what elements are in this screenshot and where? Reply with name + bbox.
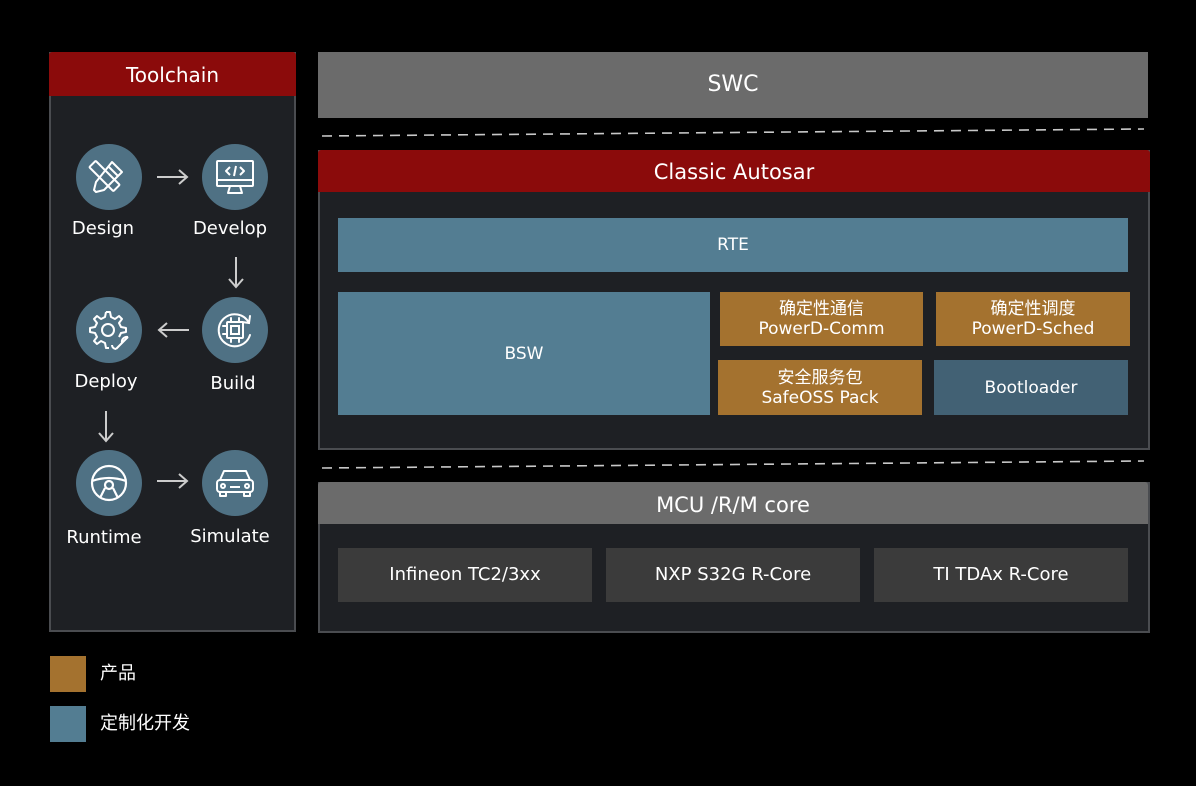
arrow-right-icon (156, 167, 190, 187)
legend-product-label: 产品 (100, 663, 136, 684)
swc-layer[interactable]: SWC (318, 52, 1148, 118)
arrow-left-icon (156, 320, 190, 340)
layer-divider (321, 128, 1145, 137)
deploy-label: Deploy (74, 371, 138, 392)
develop-node[interactable] (202, 144, 268, 210)
mcu-title: MCU /R/M core (318, 482, 1148, 524)
core-block[interactable]: NXP S32G R-Core (606, 548, 860, 602)
bootloader-block[interactable]: Bootloader (934, 360, 1128, 415)
build-node[interactable] (202, 297, 268, 363)
develop-label: Develop (192, 218, 268, 239)
legend-custom-swatch (50, 706, 86, 742)
design-label: Design (71, 218, 135, 239)
bsw-block[interactable]: BSW (338, 292, 710, 415)
simulate-label: Simulate (190, 526, 270, 547)
safeoss-block[interactable]: 安全服务包 SafeOSS Pack (718, 360, 922, 415)
powerd-sched-en-label: PowerD-Sched (971, 319, 1095, 339)
toolchain-title: Toolchain (49, 52, 296, 96)
classic-autosar-title: Classic Autosar (318, 150, 1150, 192)
build-label: Build (210, 373, 256, 394)
monitor-code-icon (216, 160, 254, 194)
arrow-right-icon (156, 471, 190, 491)
legend-product-swatch (50, 656, 86, 692)
car-icon (216, 470, 254, 497)
steering-wheel-icon (90, 464, 128, 502)
arrow-down-icon (96, 410, 116, 444)
powerd-sched-block[interactable]: 确定性调度 PowerD-Sched (936, 292, 1130, 346)
runtime-node[interactable] (76, 450, 142, 516)
powerd-comm-cn-label: 确定性通信 (779, 299, 864, 319)
runtime-label: Runtime (66, 527, 142, 548)
safeoss-cn-label: 安全服务包 (777, 367, 863, 388)
chip-refresh-icon (217, 313, 251, 348)
powerd-comm-block[interactable]: 确定性通信 PowerD-Comm (720, 292, 923, 346)
arrow-down-icon (226, 256, 246, 290)
simulate-node[interactable] (202, 450, 268, 516)
design-node[interactable] (76, 144, 142, 210)
deploy-node[interactable] (76, 297, 142, 363)
rte-block[interactable]: RTE (338, 218, 1128, 272)
gear-wrench-icon (89, 311, 129, 350)
core-block[interactable]: TI TDAx R-Core (874, 548, 1128, 602)
layer-divider (321, 460, 1145, 469)
legend-custom-label: 定制化开发 (100, 713, 190, 734)
core-block[interactable]: Infineon TC2/3xx (338, 548, 592, 602)
pencil-ruler-icon (88, 160, 123, 193)
safeoss-en-label: SafeOSS Pack (761, 387, 879, 408)
powerd-sched-cn-label: 确定性调度 (990, 299, 1076, 319)
powerd-comm-en-label: PowerD-Comm (758, 319, 885, 339)
